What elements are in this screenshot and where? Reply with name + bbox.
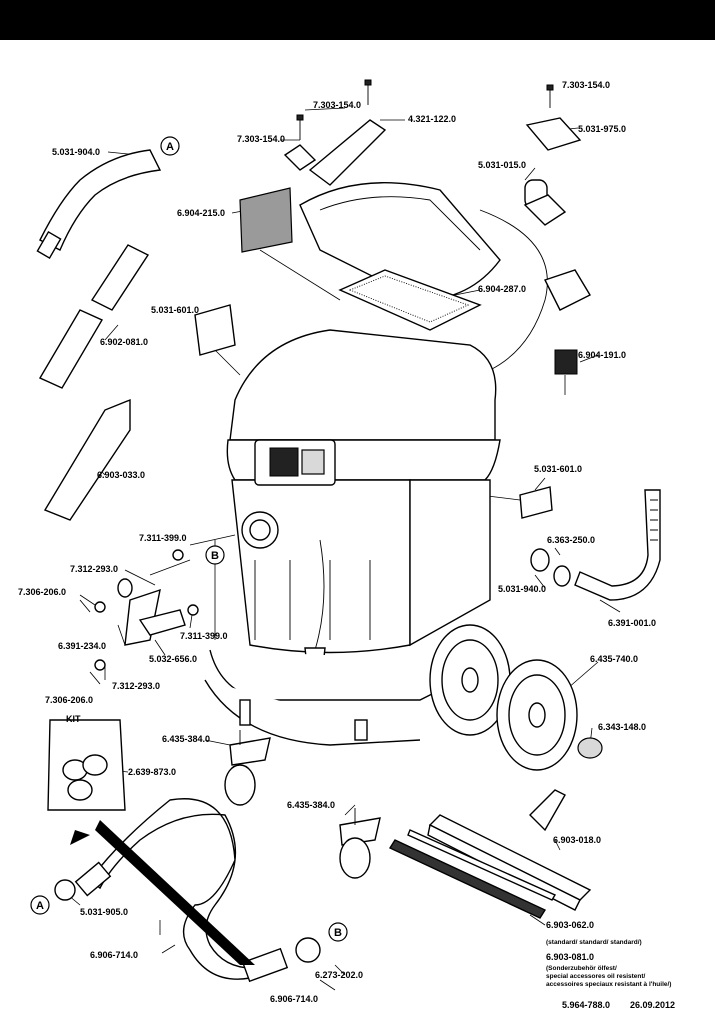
wheel-6435-740-b	[496, 659, 578, 771]
vacuum-body	[204, 329, 501, 746]
part-label: 6.904-215.0	[177, 208, 225, 218]
part-label: 7.303-154.0	[313, 100, 361, 110]
bend-5031-904	[36, 149, 162, 259]
filter-6904-287	[338, 269, 482, 331]
marker-b-bottom: B	[328, 922, 348, 942]
part-label: 5.031-905.0	[80, 907, 128, 917]
part-label: 6.273-202.0	[315, 970, 363, 980]
part-label: 6.902-081.0	[100, 337, 148, 347]
note-special-fr: accessoires speciaux resistant à l'huile…	[546, 981, 671, 988]
strips-6903-062	[388, 829, 557, 919]
part-label: 6.904-287.0	[478, 284, 526, 294]
marker-a-top: A	[160, 136, 180, 156]
caster-6435-384-b	[339, 808, 381, 879]
part-label: 7.311-399.0	[180, 631, 228, 641]
ring-6273-202	[295, 937, 321, 963]
part-label: 7.311-399.0	[139, 533, 187, 543]
marker-letter: A	[36, 900, 44, 912]
nozzle-6903-033	[43, 398, 131, 521]
part-label: 7.312-293.0	[112, 681, 160, 691]
ring-6363-250	[553, 565, 571, 587]
part-label: 5.031-601.0	[534, 464, 582, 474]
screw-7306-206	[79, 599, 101, 685]
holder-5031-601-a	[194, 304, 236, 356]
nut-5031-940	[530, 548, 550, 572]
part-label: 5.031-601.0	[151, 305, 199, 315]
part-label: 6.435-384.0	[287, 800, 335, 810]
part-label: 6.903-081.0	[546, 952, 594, 962]
part-label: 6.906-714.0	[90, 950, 138, 960]
screw-7303-c	[546, 84, 554, 108]
suction-hose-6906-714	[74, 798, 289, 983]
part-label: 5.031-940.0	[498, 584, 546, 594]
kit-label: KIT	[66, 714, 81, 724]
cap-6343-148	[577, 737, 603, 759]
part-label: 7.306-206.0	[18, 587, 66, 597]
part-label: 7.303-154.0	[562, 80, 610, 90]
holder-5031-015	[523, 179, 567, 226]
screw-7303-a	[364, 79, 372, 105]
note-special-en: special accessores oil resistent/	[546, 973, 646, 980]
marker-letter: A	[166, 141, 174, 153]
arrow-pointer	[70, 820, 255, 965]
footer: 5.964-788.0 26.09.2012	[562, 1000, 675, 1010]
part-label: 6.904-191.0	[578, 350, 626, 360]
filter-bag-6904-191	[554, 349, 578, 375]
part-label: 6.903-033.0	[97, 470, 145, 480]
nut-7311-399-b	[187, 604, 199, 616]
wheel-6435-740-a	[429, 624, 511, 736]
part-label: 6.435-384.0	[162, 734, 210, 744]
part-label: 6.903-062.0	[546, 920, 594, 930]
part-label: 6.435-740.0	[590, 654, 638, 664]
holder-5031-601-b	[519, 486, 553, 519]
part-label: 6.343-148.0	[598, 722, 646, 732]
ring-5031-905	[54, 879, 76, 901]
marker-b-mid: B	[205, 545, 225, 565]
document-date: 26.09.2012	[630, 1000, 675, 1010]
accessory-notes: (standard/ standard/ standard/) (Sonderz…	[546, 939, 671, 988]
part-label: 5.031-015.0	[478, 160, 526, 170]
part-label: 6.906-714.0	[270, 994, 318, 1004]
marker-a-bottom: A	[30, 895, 50, 915]
part-label: 6.903-018.0	[553, 835, 601, 845]
part-label: 7.312-293.0	[70, 564, 118, 574]
handle-4321-122	[283, 119, 387, 186]
part-label: 7.306-206.0	[45, 695, 93, 705]
part-label: 7.303-154.0	[237, 134, 285, 144]
hose-6391-001	[574, 489, 661, 601]
caster-6435-384-a	[224, 730, 271, 806]
note-special-de: (Sonderzubehör ölfest/	[546, 965, 617, 972]
kit-2639-873	[47, 719, 126, 811]
screw-7303-b	[296, 114, 304, 140]
holder-5031-975	[525, 117, 582, 151]
part-label: 4.321-122.0	[408, 114, 456, 124]
note-standard: (standard/ standard/ standard/)	[546, 939, 642, 946]
part-label: 5.031-975.0	[578, 124, 626, 134]
part-labels: 7.303-154.0 7.303-154.0 7.303-154.0 4.32…	[18, 80, 656, 1004]
part-label: 5.032-656.0	[149, 654, 197, 664]
power-cord-plug	[479, 209, 591, 371]
part-label: 6.363-250.0	[547, 535, 595, 545]
tube-6902-081	[39, 244, 150, 389]
clip-parts	[94, 578, 186, 671]
document-number: 5.964-788.0	[562, 1000, 610, 1010]
part-label: 2.639-873.0	[128, 767, 176, 777]
part-label: 6.391-234.0	[58, 641, 106, 651]
marker-letter: B	[211, 550, 219, 562]
part-label: 5.031-904.0	[52, 147, 100, 157]
filter-6904-215	[239, 187, 293, 253]
part-label: 6.391-001.0	[608, 618, 656, 628]
marker-letter: B	[334, 927, 342, 939]
header-bar	[0, 0, 715, 40]
nut-7311-399-a	[172, 549, 184, 561]
